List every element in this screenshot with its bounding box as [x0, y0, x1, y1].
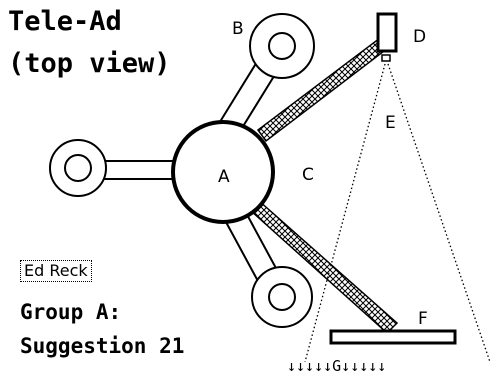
title-line-2: (top view) — [8, 48, 171, 79]
group-line-2: Suggestion 21 — [20, 334, 185, 358]
screen-f — [329, 329, 457, 345]
audience-arrow-row: ↓↓↓↓↓G↓↓↓↓↓ — [287, 357, 386, 375]
label-d: D — [413, 27, 426, 47]
projector-d — [376, 12, 398, 53]
author-label: Ed Reck — [20, 260, 92, 282]
label-a: A — [218, 167, 230, 187]
label-f: F — [418, 309, 428, 329]
projection-cone-right — [387, 63, 491, 363]
satellite-bottom — [251, 266, 313, 328]
projector-lens — [381, 54, 391, 62]
label-e: E — [385, 113, 396, 133]
label-c: C — [302, 165, 314, 185]
satellite-left — [49, 139, 107, 197]
group-line-1: Group A: — [20, 300, 122, 324]
hub-a — [171, 120, 275, 224]
satellite-b — [249, 13, 315, 79]
projection-cone-left — [304, 63, 386, 363]
label-b: B — [232, 19, 244, 39]
title-line-1: Tele-Ad — [8, 6, 122, 37]
